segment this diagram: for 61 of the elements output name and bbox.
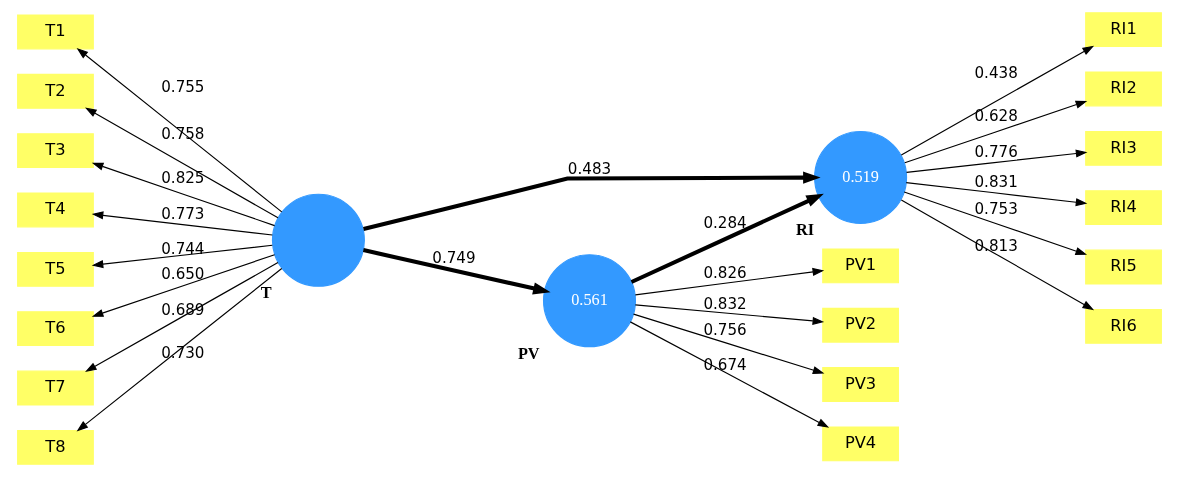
- arrow: [362, 171, 821, 232]
- edge-label: 0.832: [702, 295, 747, 314]
- node-box: T7: [16, 370, 94, 406]
- node-box: T1: [16, 14, 94, 50]
- node-box: T3: [16, 133, 94, 169]
- arrow: [84, 107, 279, 219]
- edge-label: 0.756: [702, 320, 747, 339]
- node-box: PV3: [821, 367, 899, 402]
- node-box: RI2: [1084, 71, 1162, 107]
- node-box: RI6: [1084, 308, 1162, 344]
- node-circle: 0.519: [813, 130, 907, 224]
- node-box: T4: [16, 192, 94, 228]
- node-box: T8: [16, 429, 94, 465]
- arrow: [905, 149, 1087, 173]
- edge-label: 0.776: [974, 142, 1018, 161]
- node-label: RI: [795, 220, 814, 240]
- arrow: [362, 248, 551, 295]
- edge-label: 0.438: [974, 63, 1018, 82]
- edge-label: 0.650: [160, 265, 204, 284]
- arrow: [905, 182, 1087, 207]
- node-box: T6: [16, 311, 94, 347]
- arrow: [629, 321, 829, 428]
- arrow: [634, 304, 824, 325]
- edge-label: 0.826: [702, 263, 747, 282]
- arrow: [76, 47, 282, 213]
- arrow: [84, 261, 279, 372]
- edge-label: 0.744: [160, 239, 204, 258]
- arrow: [634, 267, 824, 296]
- node-label: PV: [517, 343, 540, 363]
- node-box: PV4: [821, 426, 899, 462]
- node-box: T2: [16, 73, 94, 109]
- node-box: PV1: [821, 248, 899, 284]
- edge-label: 0.628: [974, 106, 1018, 125]
- node-box: RI1: [1084, 12, 1162, 48]
- arrow: [91, 162, 275, 227]
- node-box: PV2: [821, 307, 899, 343]
- node-circle: 0.561: [542, 254, 636, 348]
- edge-label: 0.825: [160, 168, 204, 187]
- node-box: T5: [16, 251, 94, 287]
- edge-label: 0.755: [160, 77, 204, 96]
- arrow: [903, 191, 1087, 255]
- edge-label: 0.753: [974, 199, 1018, 218]
- node-box: RI3: [1084, 130, 1162, 166]
- edge-label: 0.483: [567, 160, 611, 179]
- node-label: T: [260, 283, 272, 303]
- node-circle: [271, 193, 365, 287]
- arrow: [903, 100, 1087, 164]
- edge-label: 0.773: [160, 204, 204, 223]
- edge-label: 0.284: [702, 213, 747, 232]
- arrow: [632, 313, 824, 375]
- node-box: RI4: [1084, 190, 1162, 226]
- arrow: [900, 199, 1094, 311]
- node-box: RI5: [1084, 249, 1162, 285]
- arrow: [900, 45, 1094, 156]
- arrow: [630, 193, 824, 284]
- arrow: [91, 244, 273, 269]
- edge-label: 0.749: [431, 248, 476, 267]
- arrow: [76, 267, 282, 432]
- edge-label: 0.831: [974, 173, 1018, 192]
- arrow: [91, 211, 273, 236]
- arrow: [91, 254, 275, 317]
